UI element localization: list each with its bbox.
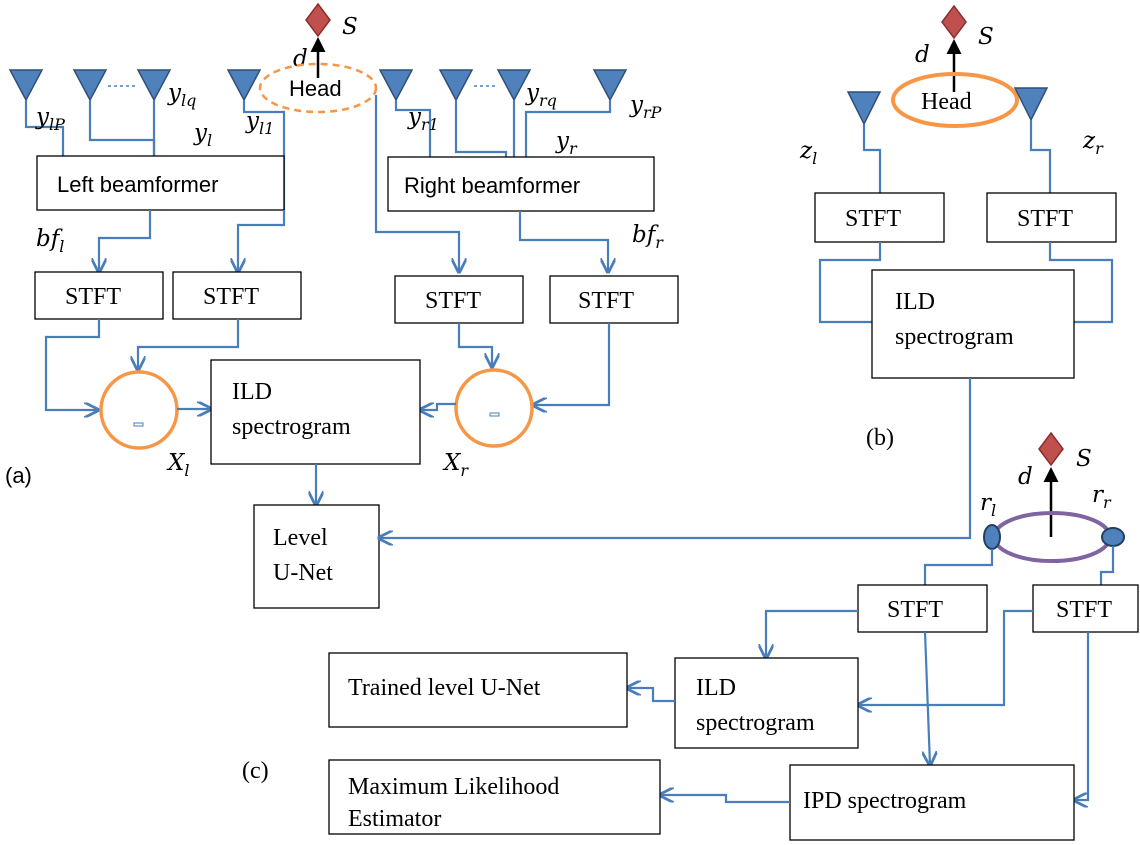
label-yr1: yr1 [407, 104, 439, 134]
mic-yl1-icon [226, 69, 262, 102]
ipd-label: IPD spectrogram [803, 788, 967, 814]
stft-label-a1: STFT [65, 284, 121, 310]
panel-b-label: (b) [866, 425, 894, 451]
mle-box [328, 759, 661, 835]
mle-label-1: Maximum Likelihood [348, 774, 559, 800]
source-a: S d [293, 2, 358, 78]
label-yrP: yrP [629, 92, 662, 122]
stft-box-b1 [814, 192, 945, 243]
stft-box-a1 [34, 271, 164, 320]
ild-box-c [674, 657, 859, 749]
trained-unet-box [328, 652, 628, 728]
source-label-a: S [342, 14, 358, 40]
mic-yrP-icon [592, 69, 628, 102]
stft-label-c2: STFT [1056, 597, 1112, 623]
ild-box-a [210, 359, 421, 465]
label-bfr: bfr [632, 222, 664, 252]
panel-c-label: (c) [242, 758, 269, 784]
right-beamformer-box [387, 156, 655, 212]
stft-box-c2 [1032, 584, 1139, 633]
mic-ylP-icon [8, 69, 44, 102]
stft-label-b1: STFT [845, 206, 901, 232]
stft-label-a3: STFT [425, 288, 481, 314]
stft-label-a4: STFT [578, 288, 634, 314]
label-yrq: yrq [525, 80, 557, 110]
ild-box-b [871, 269, 1075, 379]
source-label-c: S [1076, 446, 1092, 472]
head-ellipse-b [891, 72, 1019, 128]
source-b: S d [915, 4, 994, 92]
source-label-b: S [978, 24, 994, 50]
label-yl: yl [193, 120, 212, 150]
mic-icon [72, 69, 108, 102]
label-Xl: Xl [166, 450, 190, 480]
ipd-box [789, 764, 1075, 841]
head-ellipse-a [258, 62, 378, 114]
panel-a-label: (a) [5, 463, 32, 488]
label-yl1: yl1 [245, 108, 274, 138]
ild-label-a2: spectrogram [232, 414, 351, 440]
stft-box-a2 [172, 271, 302, 320]
ild-label-b2: spectrogram [895, 324, 1014, 350]
ild-label-a1: ILD [232, 379, 272, 405]
label-yr: yr [555, 128, 578, 158]
stft-box-a3 [394, 275, 524, 324]
left-beamformer-box [36, 155, 285, 211]
level-unet-label-2: U-Net [273, 560, 333, 586]
ring-xl [99, 370, 179, 450]
ild-label-b1: ILD [895, 289, 935, 315]
label-zr: zr [1082, 128, 1104, 158]
source-c: S d [1018, 431, 1092, 537]
stft-label-c1: STFT [887, 597, 943, 623]
mic-zr-icon [1013, 87, 1049, 122]
stft-label-b2: STFT [1017, 206, 1073, 232]
distance-label-c: d [1018, 464, 1033, 490]
label-zl: zl [799, 138, 817, 168]
ild-label-c1: ILD [696, 675, 736, 701]
head-label-a: Head [289, 76, 342, 101]
stft-box-a4 [549, 275, 679, 324]
left-mic-array [8, 69, 262, 102]
signal-labels-a: ylP ylq yl yl1 yr1 yrq yr yrP bfl bfr Xl… [35, 80, 664, 480]
label-rr: rr [1092, 482, 1112, 512]
distance-label-a: d [293, 46, 308, 72]
stft-box-b2 [986, 192, 1117, 243]
stft-box-c1 [857, 584, 988, 633]
label-ylq: ylq [167, 80, 196, 110]
label-rl: rl [980, 490, 996, 520]
ring-xr [454, 368, 534, 448]
stft-label-a2: STFT [203, 284, 259, 310]
mic-rr-icon [1101, 527, 1125, 547]
right-beamformer-label: Right beamformer [404, 173, 580, 198]
mic-zl-icon [846, 91, 882, 126]
level-unet-box [253, 504, 380, 609]
head-label-b: Head [921, 89, 972, 115]
ild-label-c2: spectrogram [696, 710, 815, 736]
right-mic-array [378, 69, 628, 102]
label-ylP: ylP [35, 104, 65, 134]
distance-label-b: d [915, 42, 930, 68]
mic-rl-icon [983, 524, 1001, 550]
trained-unet-label: Trained level U-Net [348, 675, 541, 701]
left-beamformer-label: Left beamformer [57, 172, 218, 197]
mic-yr1-icon [378, 69, 414, 102]
mic-yrq-icon [496, 69, 532, 102]
level-unet-label-1: Level [273, 525, 328, 551]
mic-icon [438, 69, 474, 102]
label-bfl: bfl [36, 226, 64, 256]
mle-label-2: Estimator [348, 806, 441, 832]
label-Xr: Xr [442, 450, 469, 480]
mic-ylq-icon [136, 69, 172, 102]
